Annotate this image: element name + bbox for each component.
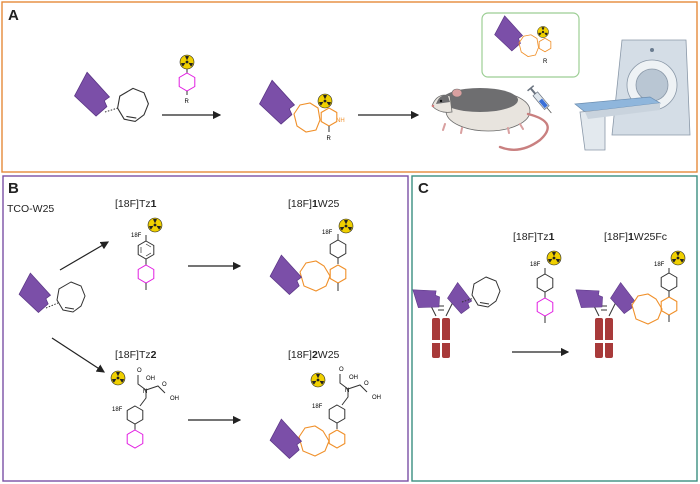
c-tz1-title: [18F]Tz1: [513, 231, 555, 243]
n-label: N: [345, 388, 349, 394]
c-product-title: [18F]1W25Fc: [604, 231, 667, 243]
radioactive-icon: [179, 54, 195, 70]
antibody-fragment-icon: [266, 417, 307, 461]
n-label: N: [143, 389, 147, 395]
antibody-fc-icon: [427, 299, 455, 358]
tco-ring: [471, 276, 501, 308]
inset-r-label: R: [543, 59, 548, 65]
p2-chelator-bonds: [339, 374, 368, 406]
tz2-title: [18F]Tz2: [115, 349, 157, 361]
c-phenyl-ring: [660, 272, 678, 292]
radioactive-icon: [147, 217, 163, 233]
tz1-phenyl-ring: [137, 240, 155, 260]
c-pyridazine-ring: [660, 296, 678, 316]
p1-octane-ring: [299, 260, 331, 292]
radioactive-icon: [670, 250, 686, 266]
c-tz1-tetrazine-ring: [536, 297, 554, 317]
tetrazine-r-label: R: [185, 99, 190, 105]
oh-label: OH: [349, 375, 358, 381]
linker-bond: [104, 107, 119, 113]
antibody-fragment-icon: [15, 271, 56, 315]
panel-a-border: [1, 1, 698, 173]
tco-ring: [56, 281, 86, 313]
rat-illustration: [431, 88, 549, 151]
antibody-fragment-icon: [408, 279, 445, 317]
o-label: O: [339, 367, 344, 373]
panel-a: R NH R R: [70, 12, 691, 151]
radioactive-icon: [546, 250, 562, 266]
panel-a-letter: A: [8, 7, 19, 24]
radioactive-icon: [110, 370, 126, 386]
antibody-fragment-icon: [491, 14, 527, 53]
ligated-octane-ring: [293, 102, 321, 133]
arrow-b-up: [59, 241, 110, 271]
antibody-fragment-icon: [266, 253, 307, 297]
antibody-fc-icon: [590, 299, 618, 358]
inset-box: [481, 12, 580, 78]
c-tz1-phenyl-ring: [536, 273, 554, 293]
linker-bond: [45, 302, 59, 309]
tz1-title: [18F]Tz1: [115, 198, 157, 210]
panel-c: [18F]Tz1 18F [18F]1W25Fc: [408, 231, 686, 358]
tz1-tetrazine-ring: [137, 264, 155, 284]
f18-label: 18F: [131, 233, 142, 239]
inset-pyridazine-ring: [538, 37, 552, 53]
arrow-b-down: [51, 337, 106, 373]
p1-pyridazine-ring: [329, 264, 347, 284]
pet-scanner-icon: [574, 39, 691, 151]
f18-label: 18F: [322, 230, 333, 236]
tco-ring: [117, 87, 149, 122]
nh-label: NH: [336, 118, 345, 124]
panel-b-letter: B: [8, 180, 19, 197]
inset-octane-ring: [518, 34, 539, 57]
tetrazine-ring: [178, 72, 196, 92]
panel-c-letter: C: [418, 180, 429, 197]
linker-bond: [461, 297, 475, 303]
f18-label: 18F: [112, 407, 123, 413]
antibody-fragment-icon: [571, 279, 608, 317]
radioactive-icon: [537, 25, 549, 38]
antibody-fragment-icon: [70, 70, 115, 119]
tz2-phenyl-ring: [126, 405, 144, 425]
p2-phenyl-ring: [328, 404, 346, 424]
p2-pyridazine-ring: [328, 429, 346, 449]
f18-label: 18F: [312, 404, 323, 410]
o-label: O: [364, 381, 369, 387]
c-octane-ring: [631, 293, 663, 325]
tz2-tetrazine-ring: [126, 429, 144, 449]
p2-octane-ring: [298, 425, 330, 457]
product-r-label: R: [327, 136, 332, 142]
antibody-fragment-icon: [255, 78, 300, 127]
oh-label: OH: [372, 395, 381, 401]
oh-label: OH: [146, 376, 155, 382]
f18-label: 18F: [654, 262, 665, 268]
o-label: O: [137, 368, 142, 374]
tz2-chelator-bonds: [137, 375, 166, 407]
p2-title: [18F]2W25: [288, 349, 340, 361]
oh-label: OH: [170, 396, 179, 402]
radioactive-icon: [338, 218, 354, 234]
tco-w25-label: TCO-W25: [7, 203, 54, 215]
panel-c-border: [411, 175, 698, 482]
radioactive-icon: [317, 93, 333, 109]
radioactive-icon: [310, 372, 326, 388]
p1-title: [18F]1W25: [288, 198, 340, 210]
o-label: O: [162, 382, 167, 388]
dihydropyridazine-ring: [320, 107, 338, 127]
p1-phenyl-ring: [329, 239, 347, 259]
syringe-icon: [527, 85, 552, 114]
panel-b: TCO-W25 [18F]Tz1 18F [18F]1W25: [7, 198, 381, 461]
f18-label: 18F: [530, 262, 541, 268]
panel-b-border: [2, 175, 409, 482]
